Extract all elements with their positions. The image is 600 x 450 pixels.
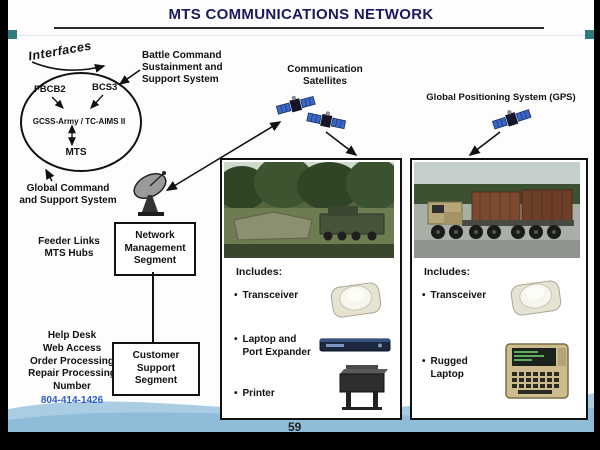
mts-label: MTS xyxy=(65,147,87,158)
interfaces-circle xyxy=(20,72,142,172)
communication-satellite-icon xyxy=(306,111,347,130)
army-truck-photo xyxy=(414,162,580,258)
list-item-label: Printer xyxy=(242,388,275,399)
transceiver-icon xyxy=(330,282,382,318)
list-item-printer: • Printer xyxy=(234,388,275,401)
frame-line xyxy=(8,35,594,36)
global-command-label: Global Command and Support System xyxy=(19,183,117,207)
list-item-label: Transceiver xyxy=(242,290,299,301)
feeder-links-label: Feeder Links MTS Hubs xyxy=(38,236,100,260)
fbcb2-label: FBCB2 xyxy=(34,84,66,95)
list-item-transceiver: • Transceiver xyxy=(422,290,486,303)
bcs3-label: BCS3 xyxy=(92,82,118,93)
slide-title: MTS COMMUNICATIONS NETWORK xyxy=(168,6,434,23)
title-divider xyxy=(54,27,544,29)
right-includes-label: Includes: xyxy=(424,266,471,278)
gps-label: Global Positioning System (GPS) xyxy=(426,92,576,103)
gps-satellite-icon xyxy=(492,109,532,130)
mobile-unit-panel: Includes: • Transceiver • Rugged Laptop xyxy=(410,158,588,420)
bullet-marker: • xyxy=(422,290,426,301)
interfaces-label: Interfaces xyxy=(27,38,93,64)
accent-square-left xyxy=(8,30,17,39)
list-item-laptop-port-expander: • Laptop and Port Expander xyxy=(234,334,311,359)
transceiver-icon xyxy=(510,280,562,316)
bullet-marker: • xyxy=(422,356,426,367)
bullet-marker: • xyxy=(234,290,238,301)
help-desk-block: Help Desk Web Access Order Processing Re… xyxy=(18,330,126,406)
list-item-label: Transceiver xyxy=(430,290,487,301)
port-expander-icon xyxy=(319,338,391,352)
communication-satellites-label: Communication Satellites xyxy=(287,64,363,88)
ground-station-panel: Includes: • Transceiver • Laptop and Por… xyxy=(220,158,402,420)
printer-icon xyxy=(339,365,388,410)
accent-square-right xyxy=(585,30,594,39)
help-desk-lines: Help Desk Web Access Order Processing Re… xyxy=(28,330,116,393)
center-includes-label: Includes: xyxy=(236,266,283,278)
list-item-label: Rugged Laptop xyxy=(430,356,468,380)
list-item-rugged-laptop: • Rugged Laptop xyxy=(422,356,468,381)
list-item-transceiver: • Transceiver xyxy=(234,290,298,303)
list-item-label: Laptop and Port Expander xyxy=(242,334,311,358)
satellite-dish-icon xyxy=(133,171,167,216)
customer-support-segment-box: Customer Support Segment xyxy=(112,342,200,396)
slide: MTS COMMUNICATIONS NETWORK Interfaces FB… xyxy=(8,0,594,432)
gcss-tcaims-label: GCSS-Army / TC-AIMS II xyxy=(32,117,126,126)
bullet-marker: • xyxy=(234,388,238,399)
help-desk-phone: 804-414-1426 xyxy=(40,394,104,406)
bullet-marker: • xyxy=(234,334,238,345)
battle-command-label: Battle Command Sustainment and Support S… xyxy=(142,50,223,86)
communication-satellite-icon xyxy=(276,95,316,115)
rugged-laptop-icon xyxy=(505,343,569,399)
page-number: 59 xyxy=(288,420,302,432)
forest-vehicles-photo xyxy=(224,162,394,258)
network-management-segment-box: Network Management Segment xyxy=(114,222,196,276)
